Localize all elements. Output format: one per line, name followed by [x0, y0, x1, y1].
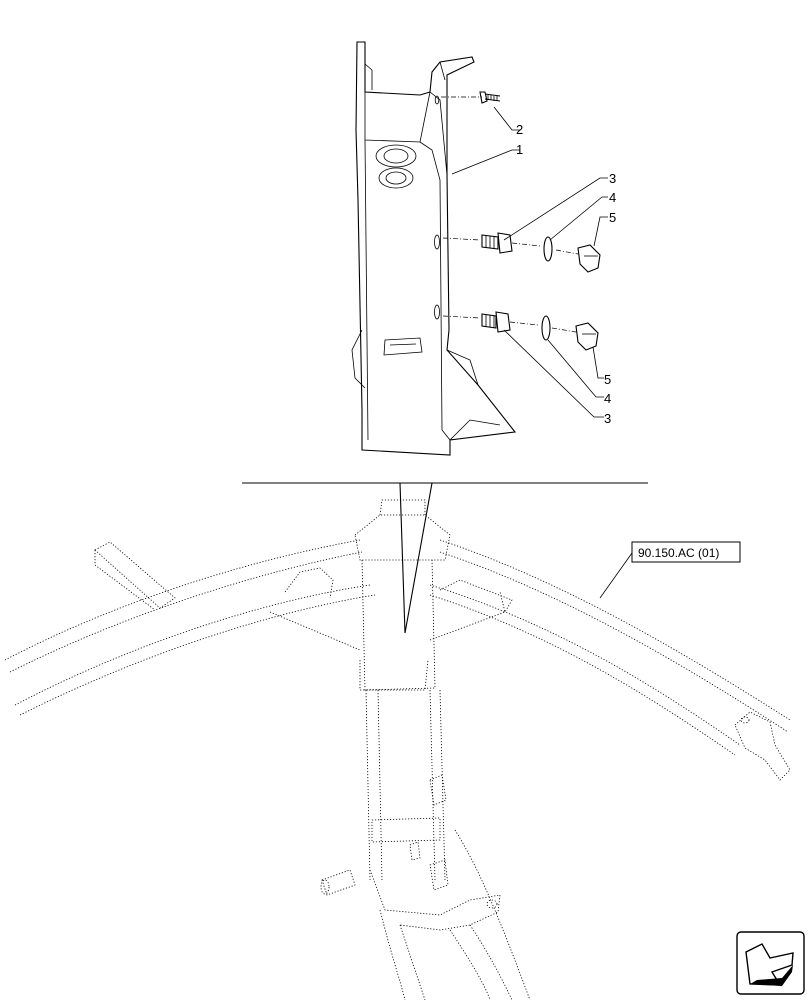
cab-frame-assembly: [4, 499, 791, 1000]
reference-label: 90.150.AC (01): [638, 546, 719, 560]
screw-part-2: [441, 91, 501, 104]
fastener-row-upper: [442, 232, 601, 273]
callout-5-upper: 5: [609, 210, 616, 225]
reference-callout[interactable]: 90.150.AC (01): [599, 541, 741, 599]
fastener-row-lower: [442, 311, 599, 351]
callout-4-upper: 4: [609, 190, 616, 205]
callout-3-upper: 3: [609, 171, 616, 186]
callout-1: 1: [516, 142, 523, 157]
leader-lines: [451, 106, 608, 418]
callout-4-lower: 4: [604, 391, 611, 406]
callout-labels: 2 1 3 4 5 5 4 3: [516, 122, 616, 426]
callout-2: 2: [516, 122, 523, 137]
callout-5-lower: 5: [604, 372, 611, 387]
next-page-arrow-icon[interactable]: [736, 931, 805, 995]
trim-panel-part: [351, 41, 517, 456]
callout-3-lower: 3: [604, 411, 611, 426]
install-location-pointer: [242, 482, 648, 634]
